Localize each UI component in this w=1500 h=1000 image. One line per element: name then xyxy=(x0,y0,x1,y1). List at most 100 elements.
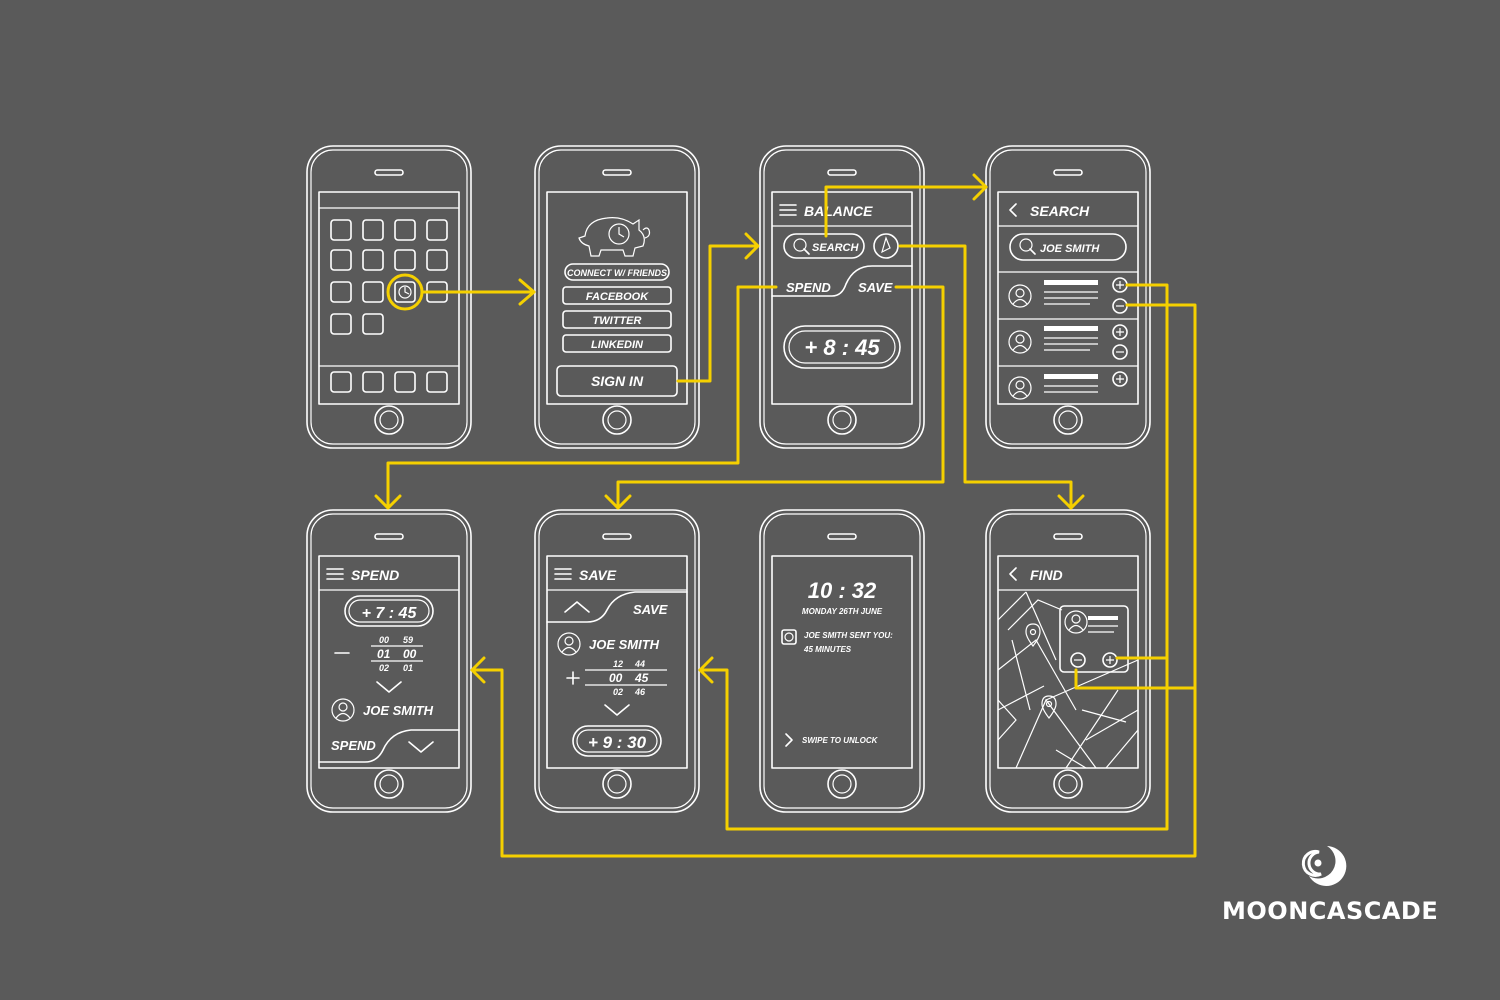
chevron-right-icon xyxy=(785,733,793,747)
spend-contact: JOE SMITH xyxy=(331,698,434,722)
svg-text:01: 01 xyxy=(377,647,391,661)
search-button[interactable]: SEARCH xyxy=(783,233,865,259)
spend-confirm-bar[interactable]: SPEND xyxy=(318,729,460,763)
svg-text:59: 59 xyxy=(403,635,413,645)
result-row-2[interactable] xyxy=(998,324,1138,367)
map-pin-icon xyxy=(1025,623,1041,647)
linkedin-button[interactable]: LINKEDIN xyxy=(562,334,672,353)
flow-balance-search-to-search xyxy=(824,185,988,238)
result-row-3[interactable] xyxy=(1008,371,1128,400)
svg-text:LINKEDIN: LINKEDIN xyxy=(591,339,644,351)
chevron-down-icon xyxy=(408,741,434,753)
chevron-down-icon[interactable] xyxy=(604,704,630,716)
sign-in-button[interactable]: SIGN IN xyxy=(556,365,678,397)
connect-friends-text: CONNECT W/ FRIENDS xyxy=(567,268,667,278)
svg-text:SWIPE TO UNLOCK: SWIPE TO UNLOCK xyxy=(802,736,879,745)
add-contact-icon[interactable] xyxy=(1112,324,1128,340)
swipe-to-unlock[interactable]: SWIPE TO UNLOCK xyxy=(785,733,879,747)
svg-text:02: 02 xyxy=(613,687,623,697)
phone-balance-screen: BALANCE SEARCH SPEND SAVE + 8 : 45 xyxy=(759,145,925,449)
phone-lock-screen: 10 : 32 MONDAY 26TH JUNE JOE SMITH SENT … xyxy=(759,509,925,813)
svg-text:SPEND: SPEND xyxy=(331,738,376,753)
piggy-bank-icon xyxy=(578,217,651,257)
flow-remove-to-find xyxy=(1074,303,1197,690)
svg-text:45 MINUTES: 45 MINUTES xyxy=(803,645,852,654)
balance-title: BALANCE xyxy=(804,203,873,219)
phone-find-screen: FIND xyxy=(985,509,1151,813)
result-row-1[interactable] xyxy=(998,271,1138,320)
time-picker[interactable]: 12 44 00 45 02 46 xyxy=(566,659,667,697)
notification[interactable]: JOE SMITH SENT YOU: 45 MINUTES xyxy=(781,629,893,654)
svg-text:SPEND: SPEND xyxy=(786,280,831,295)
svg-text:00: 00 xyxy=(403,647,417,661)
lock-date: MONDAY 26TH JUNE xyxy=(802,607,883,616)
chevron-down-icon[interactable] xyxy=(376,681,402,693)
menu-icon[interactable] xyxy=(779,204,797,216)
compass-icon xyxy=(881,236,891,254)
clock-app-icon[interactable] xyxy=(394,281,416,303)
map-view[interactable] xyxy=(997,591,1139,769)
spend-time-display: + 7 : 45 xyxy=(344,595,434,627)
remove-contact-icon[interactable] xyxy=(1070,652,1086,668)
remove-contact-icon[interactable] xyxy=(1112,344,1128,360)
back-icon[interactable] xyxy=(1009,567,1017,581)
clock-icon xyxy=(784,632,794,642)
flow-find-remove-to-spend xyxy=(470,668,1197,858)
svg-text:JOE SMITH SENT YOU:: JOE SMITH SENT YOU: xyxy=(804,631,893,640)
svg-text:44: 44 xyxy=(634,659,645,669)
add-contact-icon[interactable] xyxy=(1112,371,1128,387)
flow-compass-to-find xyxy=(898,244,1073,510)
phone-save-screen: SAVE SAVE JOE SMITH 12 44 00 45 02 46 + … xyxy=(534,509,700,813)
svg-text:+ 7 : 45: + 7 : 45 xyxy=(362,605,418,622)
dock-icons xyxy=(330,371,448,393)
map-pin-icon xyxy=(1041,695,1057,719)
compass-button[interactable] xyxy=(873,233,899,259)
time-picker[interactable]: 00 59 01 00 02 01 xyxy=(334,635,423,673)
add-contact-icon[interactable] xyxy=(1102,652,1118,668)
back-icon[interactable] xyxy=(1009,203,1017,217)
svg-text:01: 01 xyxy=(403,663,413,673)
menu-icon[interactable] xyxy=(554,568,572,580)
flow-arrows xyxy=(374,173,1197,858)
facebook-button[interactable]: FACEBOOK xyxy=(562,286,672,305)
svg-text:+ 8 : 45: + 8 : 45 xyxy=(804,335,880,360)
flow-signin-to-balance xyxy=(676,244,760,383)
search-input[interactable]: JOE SMITH xyxy=(1009,233,1127,261)
spend-save-toggle[interactable]: SPEND SAVE xyxy=(771,265,913,297)
search-icon xyxy=(1019,238,1033,252)
lock-time: 10 : 32 xyxy=(808,578,877,603)
search-title: SEARCH xyxy=(1030,203,1090,219)
brand-name: MOONCASCADE xyxy=(1222,897,1439,925)
svg-text:JOE SMITH: JOE SMITH xyxy=(363,703,434,718)
app-icon-grid xyxy=(330,219,448,335)
save-time-display: + 9 : 30 xyxy=(572,725,662,757)
svg-text:SIGN IN: SIGN IN xyxy=(591,373,644,389)
chevron-up-icon xyxy=(564,601,590,613)
balance-time-display: + 8 : 45 xyxy=(783,325,901,369)
spend-title: SPEND xyxy=(351,567,399,583)
save-contact: JOE SMITH xyxy=(557,632,660,656)
menu-icon[interactable] xyxy=(326,568,344,580)
phone-search-screen: SEARCH JOE SMITH xyxy=(985,145,1151,449)
flow-add-to-find xyxy=(1115,283,1169,660)
svg-text:SAVE: SAVE xyxy=(858,280,893,295)
svg-text:45: 45 xyxy=(634,671,649,685)
svg-text:TWITTER: TWITTER xyxy=(593,315,642,327)
save-toggle[interactable]: SAVE xyxy=(546,591,688,623)
svg-text:FACEBOOK: FACEBOOK xyxy=(586,291,649,303)
svg-text:12: 12 xyxy=(613,659,623,669)
svg-text:02: 02 xyxy=(379,663,389,673)
phone-home-screen xyxy=(306,145,472,449)
svg-text:+ 9 : 30: + 9 : 30 xyxy=(588,733,647,752)
svg-text:SAVE: SAVE xyxy=(633,602,668,617)
search-icon xyxy=(793,238,807,252)
brand-logo: MOONCASCADE xyxy=(1222,842,1439,925)
svg-text:JOE SMITH: JOE SMITH xyxy=(1040,243,1100,255)
flow-balance-save-to-save xyxy=(616,285,945,510)
svg-text:JOE SMITH: JOE SMITH xyxy=(589,637,660,652)
plus-icon xyxy=(566,671,580,685)
map-contact-popup[interactable] xyxy=(1059,605,1129,673)
twitter-button[interactable]: TWITTER xyxy=(562,310,672,329)
crescent-swirl-icon xyxy=(1301,846,1347,886)
